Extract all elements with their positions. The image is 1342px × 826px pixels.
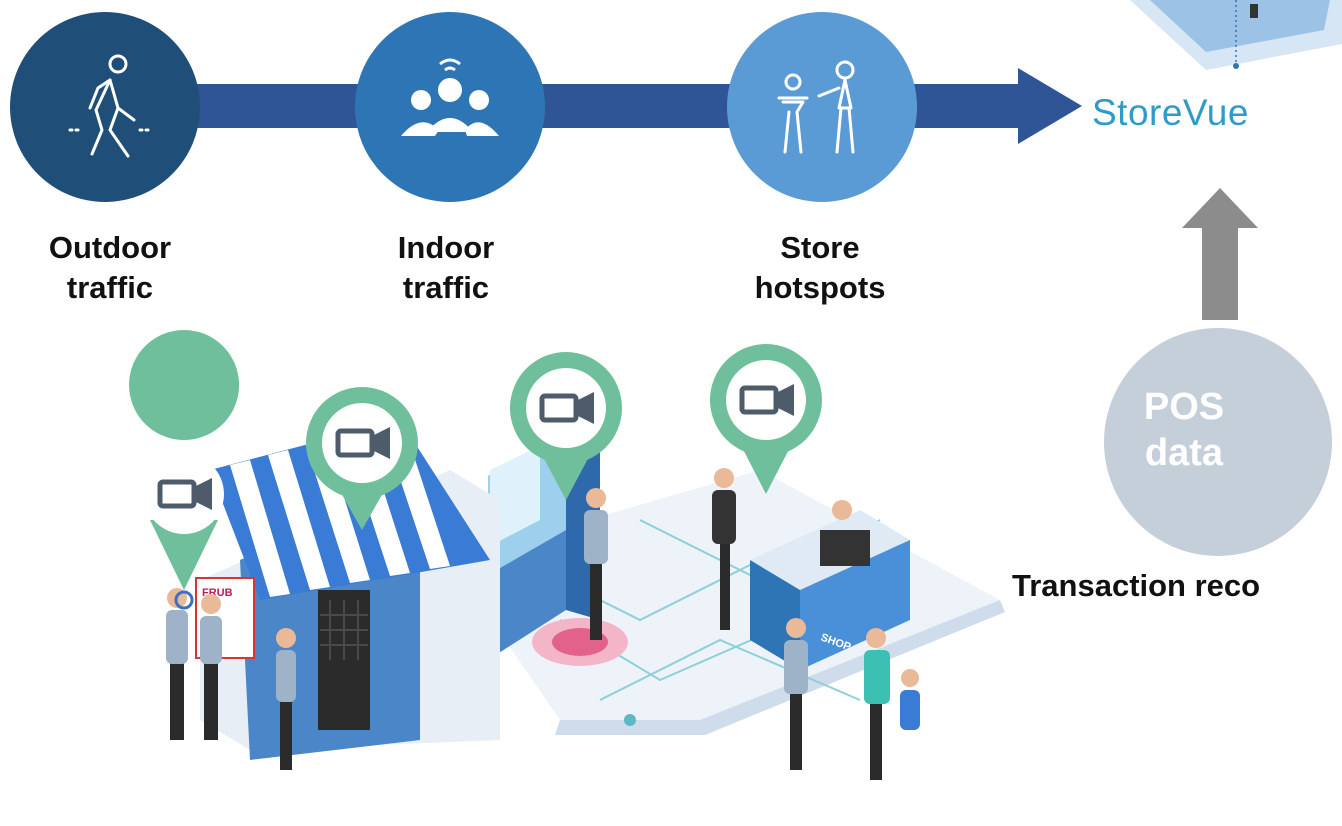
pos-circle <box>1104 328 1332 556</box>
brand-logo-text: StoreVue <box>1092 92 1249 133</box>
shopper-at-display-icon <box>777 60 855 154</box>
camera-pin <box>510 352 622 500</box>
stage-label-outdoor: Outdoor traffic <box>0 228 220 308</box>
stage-label-line1: Store <box>780 230 860 265</box>
stage-label-indoor: Indoor traffic <box>336 228 556 308</box>
group-people-icon <box>401 58 499 136</box>
people-group <box>166 468 920 780</box>
stage-circle-indoor <box>355 12 545 202</box>
camera-pin <box>710 344 822 494</box>
camera-pin <box>129 330 240 610</box>
stage-label-line1: Outdoor <box>48 230 172 265</box>
stage-label-hotspots: Store hotspots <box>710 228 930 308</box>
stage-label-line2: traffic <box>402 270 490 305</box>
stage-label-line1: Indoor <box>397 230 495 265</box>
pedestrian-icon <box>68 54 154 158</box>
stage-circle-hotspots <box>727 12 917 202</box>
camera-pin <box>306 387 418 530</box>
pos-label: POS data <box>1106 384 1262 476</box>
upload-arrow <box>1182 188 1258 320</box>
transaction-label: Transaction reco <box>1012 568 1261 603</box>
pos-label-line2: data <box>1144 432 1224 474</box>
stage-label-line2: hotspots <box>754 270 886 305</box>
pos-label-line1: POS <box>1143 386 1225 428</box>
storevue-device-illustration <box>1130 0 1342 70</box>
stage-label-line2: traffic <box>66 270 154 305</box>
stage-circle-outdoor <box>10 12 200 202</box>
